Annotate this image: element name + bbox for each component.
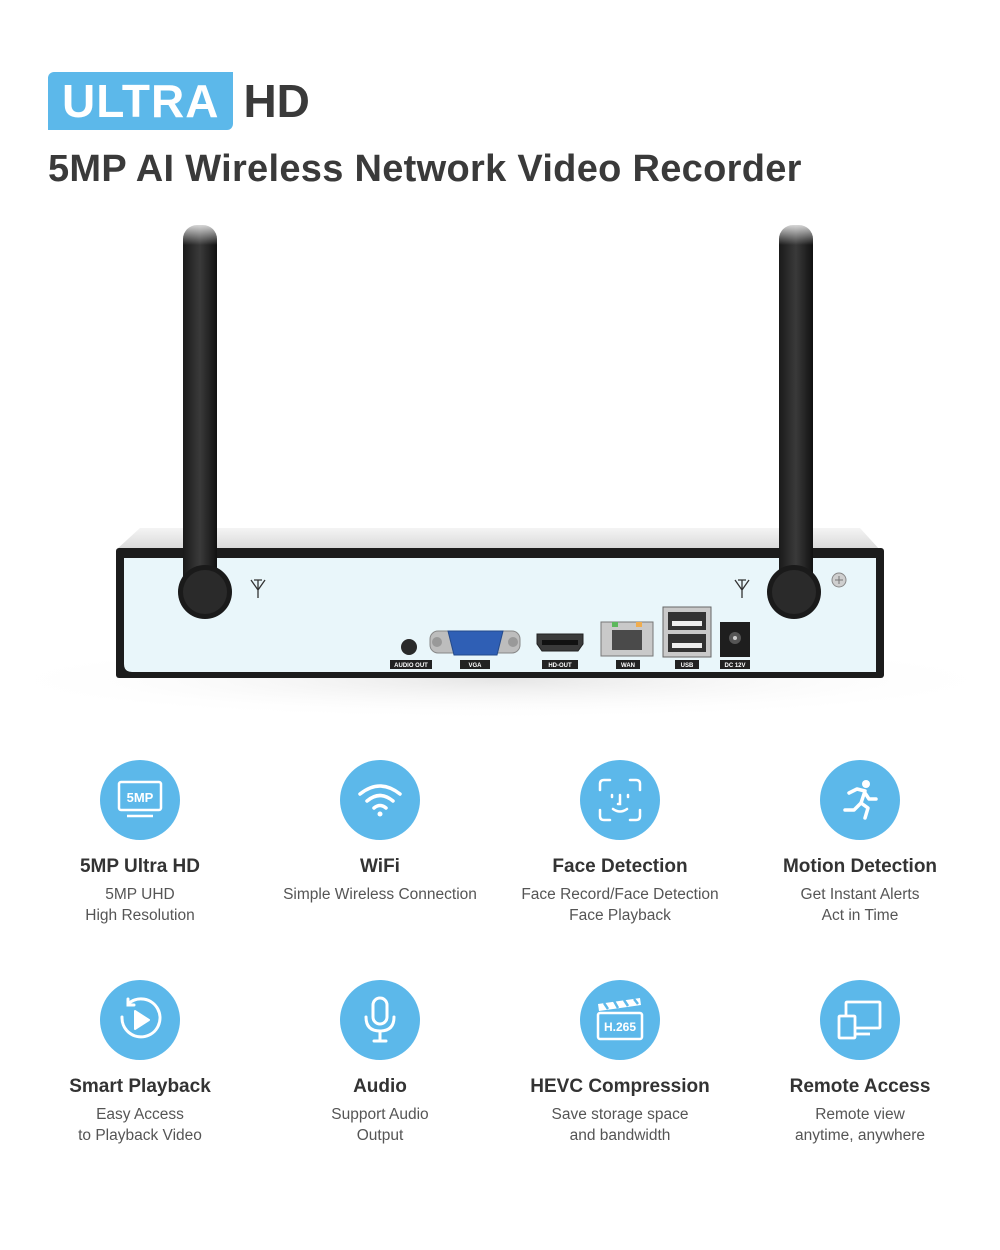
svg-text:5MP: 5MP — [127, 790, 154, 805]
feature-hevc-compression: H.265 HEVC Compression Save storage spac… — [500, 980, 740, 1170]
port-label-vga: VGA — [468, 663, 482, 669]
feature-title: WiFi — [360, 856, 400, 877]
feature-smart-playback: Smart Playback Easy Access to Playback V… — [20, 980, 260, 1170]
replay-icon — [100, 980, 180, 1060]
feature-title: Remote Access — [789, 1076, 931, 1097]
page-subtitle: 5MP AI Wireless Network Video Recorder — [48, 148, 802, 190]
clapperboard-icon: H.265 — [580, 980, 660, 1060]
feature-title: Smart Playback — [69, 1076, 211, 1097]
badge-ultra: ULTRA — [48, 72, 234, 130]
ultra-hd-badge: ULTRA HD — [48, 72, 948, 130]
feature-title: Motion Detection — [782, 856, 938, 877]
nvr-rear-panel-illustration: AUDIO OUT VGA HD-OUT WAN USB DC 12V — [0, 220, 1000, 720]
feature-motion-detection: Motion Detection Get Instant Alerts Act … — [740, 760, 980, 950]
feature-description: Remote view anytime, anywhere — [794, 1106, 926, 1144]
feature-title: Face Detection — [552, 856, 688, 877]
microphone-icon — [340, 980, 420, 1060]
5mp-screen-icon: 5MP — [100, 760, 180, 840]
feature-title: 5MP Ultra HD — [79, 856, 200, 877]
feature-description: Easy Access to Playback Video — [78, 1106, 202, 1144]
header: ULTRA HD 5MP AI Wireless Network Video R… — [48, 72, 948, 191]
feature-grid: 5MP 5MP Ultra HD 5MP UHD High Resolution… — [20, 760, 980, 1170]
feature-5mp-ultra-hd: 5MP 5MP Ultra HD 5MP UHD High Resolution — [20, 760, 260, 950]
port-label-wan: WAN — [621, 663, 635, 669]
feature-description: 5MP UHD High Resolution — [85, 886, 195, 924]
feature-audio: Audio Support Audio Output — [260, 980, 500, 1170]
feature-wifi: WiFi Simple Wireless Connection — [260, 760, 500, 950]
remote-devices-icon — [820, 980, 900, 1060]
running-person-icon — [820, 760, 900, 840]
feature-description: Get Instant Alerts Act in Time — [800, 886, 920, 924]
feature-face-detection: Face Detection Face Record/Face Detectio… — [500, 760, 740, 950]
port-label-hd-out: HD-OUT — [548, 663, 572, 669]
port-label-usb: USB — [681, 663, 694, 669]
feature-description: Face Record/Face Detection Face Playback — [521, 886, 719, 924]
feature-description: Support Audio Output — [331, 1106, 429, 1144]
feature-description: Save storage space and bandwidth — [551, 1106, 689, 1144]
feature-title: Audio — [353, 1076, 407, 1097]
feature-title: HEVC Compression — [530, 1076, 710, 1097]
nvr-device-image: AUDIO OUT VGA HD-OUT WAN USB DC 12V — [0, 210, 1000, 730]
right-antenna — [767, 220, 821, 619]
left-antenna — [178, 220, 232, 619]
feature-description: Simple Wireless Connection — [283, 886, 477, 903]
wifi-icon — [340, 760, 420, 840]
svg-text:H.265: H.265 — [604, 1020, 636, 1034]
face-scan-icon — [580, 760, 660, 840]
feature-remote-access: Remote Access Remote view anytime, anywh… — [740, 980, 980, 1170]
badge-hd: HD — [243, 75, 310, 127]
port-label-dc: DC 12V — [724, 663, 745, 669]
port-label-audio-out: AUDIO OUT — [394, 663, 428, 669]
